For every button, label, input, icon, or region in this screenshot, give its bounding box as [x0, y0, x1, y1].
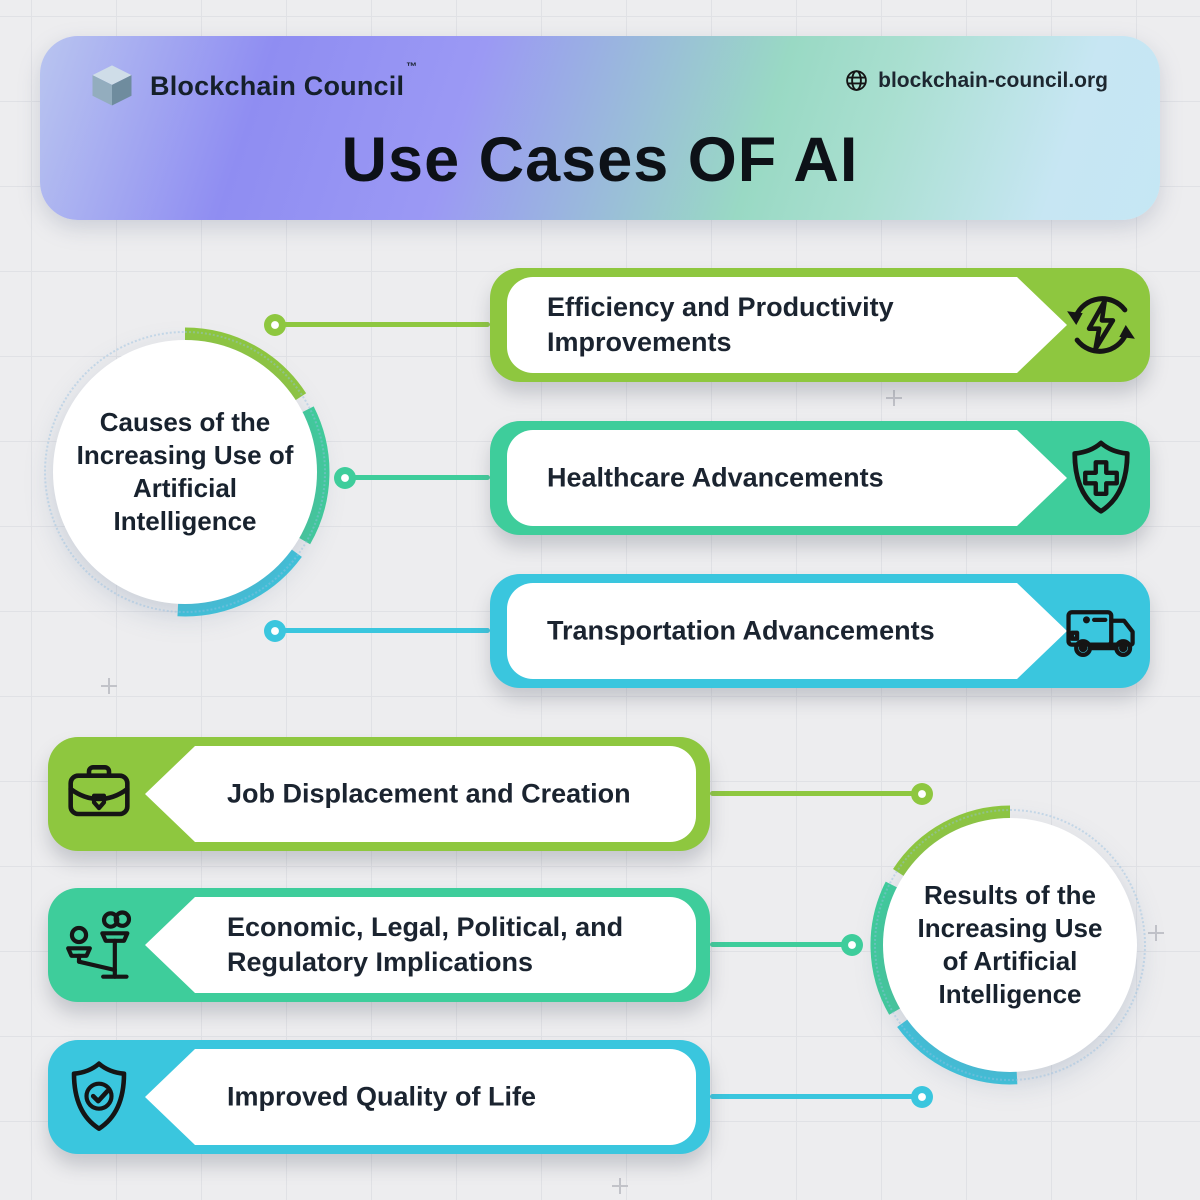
- sync-lightning-icon: [1067, 296, 1135, 354]
- pill-jobs-label: Job Displacement and Creation: [227, 778, 631, 809]
- pill-healthcare: Healthcare Advancements: [490, 421, 1150, 535]
- pill-quality-label: Improved Quality of Life: [227, 1081, 537, 1112]
- briefcase-icon: [68, 765, 130, 817]
- connector-line-economic: [710, 942, 852, 947]
- website-link: blockchain-council.org: [844, 68, 1108, 93]
- connector-dot-healthcare: [334, 467, 356, 489]
- pill-transportation-label: Transportation Advancements: [547, 615, 935, 646]
- pill-quality-body: Improved Quality of Life: [145, 1049, 696, 1145]
- pill-efficiency: Efficiency and Productivity Improvements: [490, 268, 1150, 382]
- blockchain-council-logo-icon: [92, 65, 132, 106]
- pill-transportation-body: Transportation Advancements: [507, 583, 1067, 679]
- page-title: Use Cases OF AI: [341, 125, 859, 195]
- connector-line-transportation: [275, 628, 490, 633]
- pill-healthcare-label: Healthcare Advancements: [547, 462, 884, 493]
- pill-efficiency-body: Efficiency and Productivity Improvements: [507, 277, 1067, 373]
- connector-line-efficiency: [275, 322, 490, 327]
- grid-plus-mark: [612, 1178, 628, 1194]
- connector-dot-quality: [911, 1086, 933, 1108]
- results-hub-circle: Results of the Increasing Use of Artific…: [874, 809, 1146, 1081]
- pill-efficiency-label: Efficiency and Productivity Improvements: [547, 291, 894, 357]
- connector-line-quality: [710, 1094, 922, 1099]
- shield-check-icon: [71, 1061, 127, 1131]
- connector-line-jobs: [710, 791, 922, 796]
- header-banner: Blockchain Council™ blockchain-council.o…: [40, 36, 1160, 220]
- connector-dot-efficiency: [264, 314, 286, 336]
- connector-dot-economic: [841, 934, 863, 956]
- pill-healthcare-body: Healthcare Advancements: [507, 430, 1067, 526]
- connector-dot-jobs: [911, 783, 933, 805]
- pill-quality: Improved Quality of Life: [48, 1040, 710, 1154]
- grid-plus-mark: [886, 390, 902, 406]
- brand: Blockchain Council™: [86, 60, 417, 112]
- causes-hub-label: Causes of the Increasing Use of Artifici…: [76, 406, 294, 537]
- trademark: ™: [406, 60, 418, 73]
- grid-plus-mark: [1148, 925, 1164, 941]
- pill-economic: Economic, Legal, Political, and Regulato…: [48, 888, 710, 1002]
- grid-plus-mark: [101, 678, 117, 694]
- pill-economic-body: Economic, Legal, Political, and Regulato…: [145, 897, 696, 993]
- truck-icon: [1066, 610, 1135, 658]
- results-hub-label: Results of the Increasing Use of Artific…: [917, 879, 1103, 1010]
- pill-transportation: Transportation Advancements: [490, 574, 1150, 688]
- brand-name: Blockchain Council™: [150, 60, 418, 101]
- connector-dot-transportation: [264, 620, 286, 642]
- connector-line-healthcare: [345, 475, 490, 480]
- pill-jobs-body: Job Displacement and Creation: [145, 746, 696, 842]
- website-url: blockchain-council.org: [878, 68, 1108, 92]
- hierarchy-icon: [66, 910, 132, 979]
- globe-icon: [846, 70, 867, 91]
- causes-hub-circle: Causes of the Increasing Use of Artifici…: [44, 331, 326, 613]
- shield-plus-icon: [1072, 440, 1130, 514]
- pill-economic-label: Economic, Legal, Political, and Regulato…: [227, 911, 624, 977]
- pill-jobs: Job Displacement and Creation: [48, 737, 710, 851]
